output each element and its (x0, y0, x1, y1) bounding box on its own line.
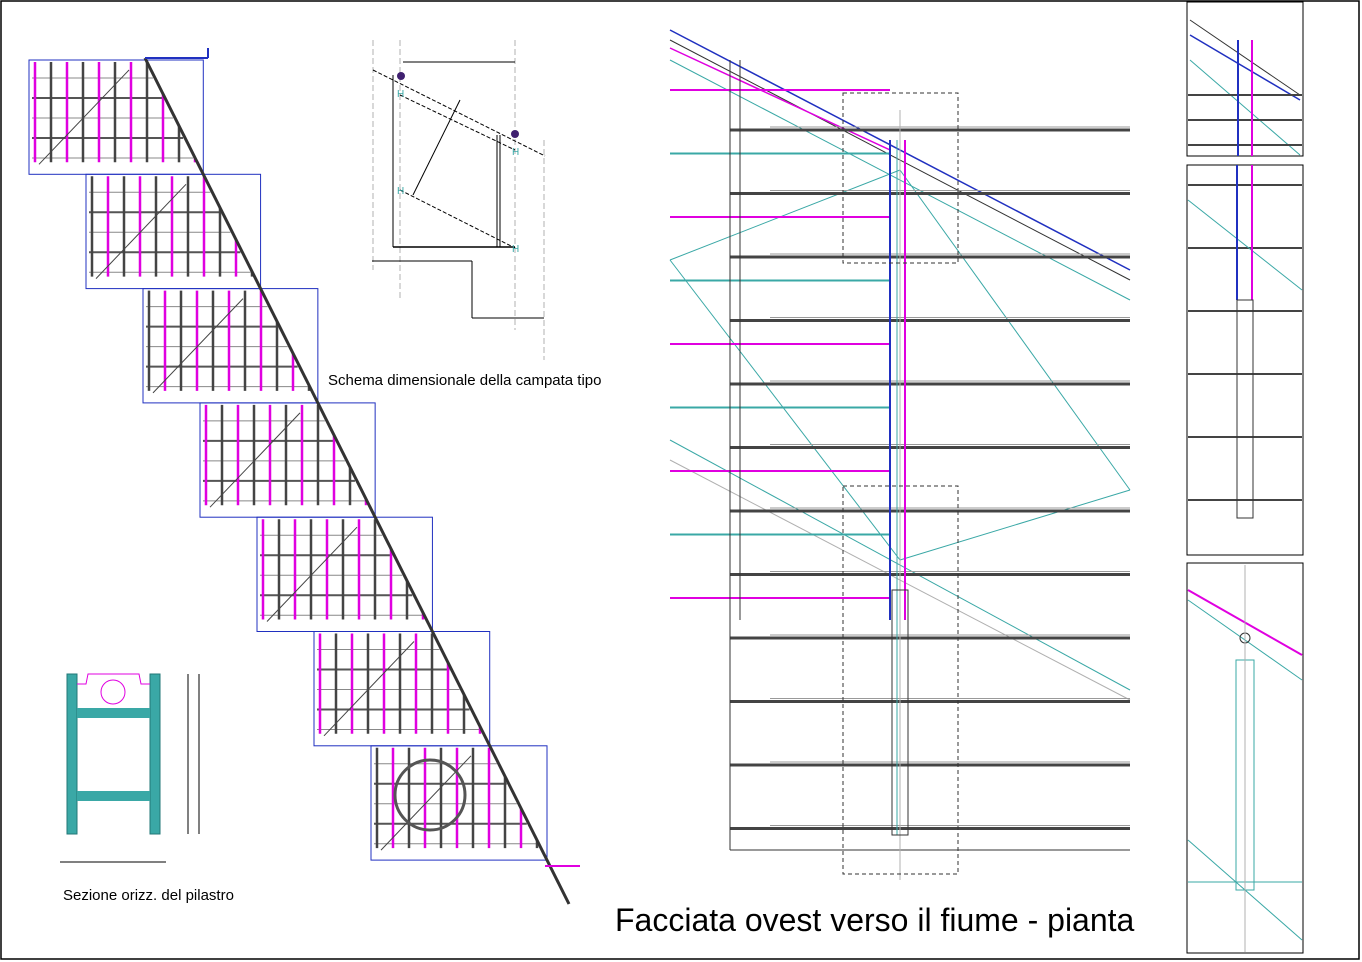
bolt-icon (511, 130, 519, 138)
detail-callout-box (842, 92, 959, 264)
brace-line (899, 169, 1131, 491)
pillar-hole (100, 679, 126, 705)
stair-brace (209, 412, 301, 508)
bolt-icon (397, 72, 405, 80)
pillar-flange (66, 673, 78, 835)
beam-line (399, 94, 516, 151)
h-section-icon: H (397, 186, 404, 197)
span-dimension-schema: H H H H (372, 40, 546, 360)
stair-brace (152, 298, 244, 394)
brace-line (899, 489, 1131, 561)
detail-panels (1186, 1, 1304, 954)
pillar-cap (77, 673, 150, 685)
spiral-detail (393, 758, 467, 832)
brace-line (669, 169, 901, 261)
detail-roof (1189, 34, 1301, 101)
brace-line (669, 259, 901, 561)
brace-line (412, 99, 461, 196)
column-base (891, 589, 909, 836)
detail-panel-frame (1186, 164, 1304, 556)
roof-edge (669, 47, 891, 151)
stair-brace (38, 69, 130, 165)
stair-diagonal-stringer (143, 57, 571, 905)
stair-step-frame (142, 288, 319, 404)
detail-roof (1189, 59, 1301, 156)
stair-step-frame (370, 745, 548, 861)
roof-line (372, 69, 546, 157)
h-section-icon: H (397, 89, 404, 100)
detail-roof (1187, 199, 1303, 291)
pillar-flange (149, 673, 161, 835)
pillar-section-caption: Sezione orizz. del pilastro (63, 887, 234, 904)
stair-step-frame (85, 173, 262, 290)
detail-panel-frame (1186, 562, 1304, 954)
beam-line (399, 189, 516, 249)
stair-facade-elevation (28, 48, 580, 905)
pillar-section (60, 673, 200, 863)
pillar-web (77, 791, 150, 801)
main-title: Facciata ovest verso il fiume - pianta (615, 902, 1135, 938)
detail-roof (1189, 19, 1301, 96)
h-section-icon: H (512, 244, 519, 255)
detail-column-base (1236, 299, 1254, 519)
stair-brace (323, 641, 415, 737)
detail-panel-frame (1186, 1, 1304, 157)
pillar-web (77, 708, 150, 718)
h-section-icon: H (512, 147, 519, 158)
detail-callout-box (842, 485, 959, 875)
west-facade-plan (669, 29, 1131, 880)
stair-brace (95, 183, 187, 279)
schema-caption: Schema dimensionale della campata tipo (328, 372, 602, 389)
stair-brace (266, 526, 358, 622)
